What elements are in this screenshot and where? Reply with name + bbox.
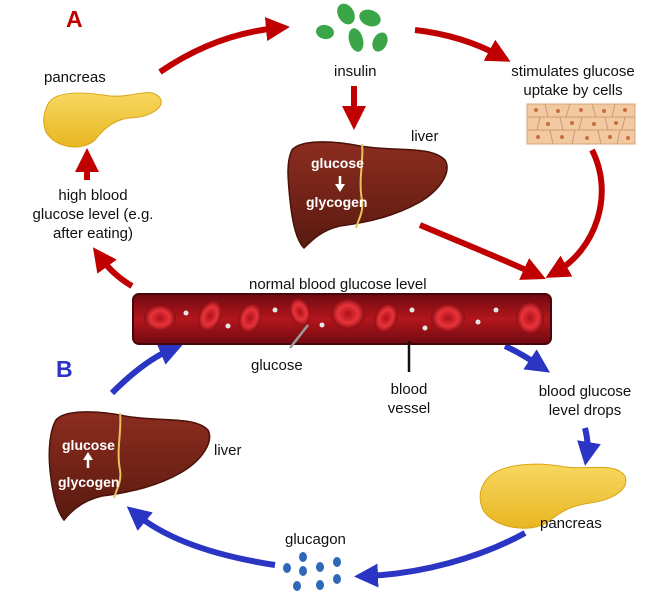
glucose-pointer-line [289,324,309,349]
arrow-insulin-to-stimulates [414,27,511,62]
arrow-pancreas-to-insulin [158,17,290,75]
glucose-particle [493,307,499,313]
pancreas-bottom-label: pancreas [540,515,602,532]
blood-vessel-line-2: vessel [387,400,431,417]
blood-vessel [132,293,552,345]
arrow-drops-to-pancreas [577,427,601,466]
section-b-label: B [56,356,73,382]
stimulates-line-2: uptake by cells [523,82,623,99]
normal-level-label: normal blood glucose level [249,276,427,293]
red-blood-cell [331,299,365,329]
arrow-liver-to-vessel-b [109,342,184,396]
liver-top-glucose: glucose [311,155,364,171]
liver-bottom-icon [48,411,211,522]
red-blood-cell [238,303,262,333]
glucagon-icon [283,552,341,591]
red-blood-cell [516,302,544,334]
liver-bottom-glucose: glucose [62,437,115,453]
high-glucose-line-3: after eating) [52,225,134,242]
glucose-particle [272,307,278,313]
arrow-cells-to-vessel [545,148,605,278]
red-blood-cell [144,305,176,331]
red-blood-cell [374,303,398,333]
glucose-pointer-label: glucose [251,357,303,374]
pancreas-top-label: pancreas [44,69,106,86]
blood-vessel-line-1: blood [390,381,428,398]
blood-vessel-label: blood vessel [370,380,448,418]
glucagon-label: glucagon [285,531,346,548]
insulin-icon [316,3,388,52]
liver-top-icon [287,141,448,250]
arrow-vessel-to-drops [503,343,550,373]
liver-top-glycogen: glycogen [306,194,368,210]
liver-bottom-label: liver [214,442,242,459]
glucose-particle [409,307,415,313]
glucose-particle [475,319,481,325]
glucose-particle [183,310,189,316]
arrow-glucagon-to-liver [126,506,276,568]
stimulates-label: stimulates glucose uptake by cells [498,62,648,100]
high-glucose-label: high blood glucose level (e.g. after eat… [18,186,168,243]
pancreas-top-icon [43,92,162,148]
level-drops-label: blood glucose level drops [520,382,650,420]
arrow-liver-to-vessel [418,222,546,280]
glucose-particle [319,322,325,328]
red-blood-cell [197,300,223,332]
arrow-pancreas-to-glucagon [354,530,527,588]
insulin-label: insulin [334,63,377,80]
red-blood-cell [289,298,311,326]
section-a-label: A [66,6,83,32]
glucose-particle [225,323,231,329]
level-drops-line-1: blood glucose [538,383,632,400]
pancreas-bottom-icon [479,463,627,529]
stimulates-line-1: stimulates glucose [511,63,635,80]
glucose-particle [422,325,428,331]
high-glucose-line-1: high blood [58,187,128,204]
liver-bottom-glycogen: glycogen [58,474,120,490]
high-glucose-line-2: glucose level (e.g. [32,206,154,223]
cells-icon [526,103,636,145]
arrow-vessel-to-high [92,247,134,289]
level-drops-line-2: level drops [548,402,622,419]
red-blood-cell [431,304,465,332]
liver-top-label: liver [411,128,439,145]
